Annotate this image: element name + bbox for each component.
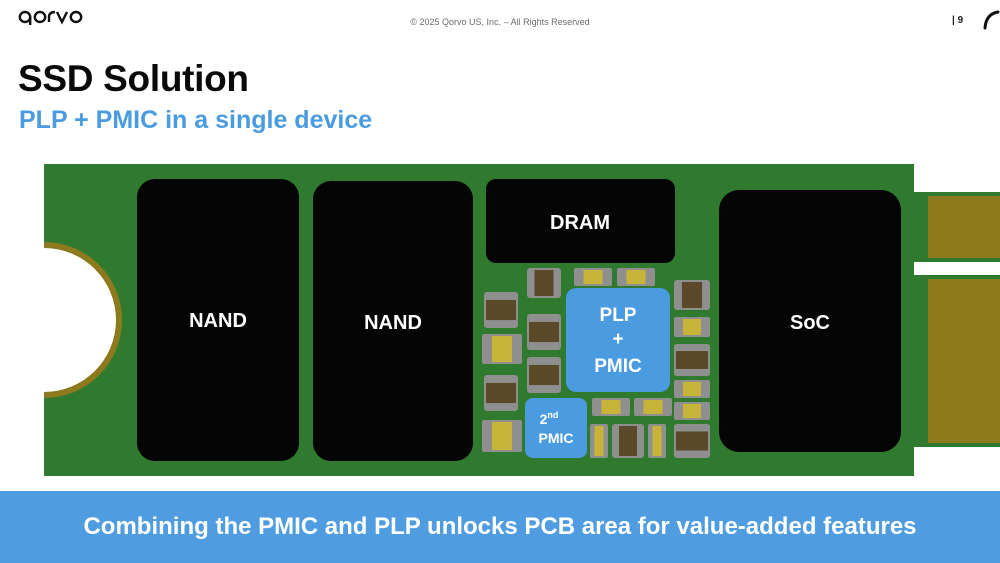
plp-label: PLP: [600, 305, 637, 326]
resistor: [484, 292, 518, 328]
resistor: [484, 375, 518, 411]
resistor: [674, 280, 710, 310]
plus-label: +: [612, 329, 623, 350]
connector-notch: [914, 262, 1000, 275]
capacitor: [617, 268, 655, 286]
capacitor: [674, 317, 710, 337]
dram-chip: [486, 179, 675, 263]
capacitor: [648, 424, 666, 458]
resistor: [674, 424, 710, 458]
dram-label: DRAM: [550, 212, 610, 234]
capacitor: [482, 334, 522, 364]
second-pmic-label: PMIC: [539, 430, 574, 446]
capacitor: [674, 380, 710, 398]
pmic-label: PMIC: [594, 356, 642, 377]
capacitor: [482, 420, 522, 452]
slide-title: SSD Solution: [18, 58, 249, 99]
nand-1-label: NAND: [189, 310, 247, 332]
banner-text: Combining the PMIC and PLP unlocks PCB a…: [83, 513, 917, 540]
edge-connector-gold-bottom: [928, 279, 1000, 443]
nand-chip-2: [313, 181, 473, 461]
resistor: [612, 424, 644, 458]
nand-2-label: NAND: [364, 312, 422, 334]
qorvo-logo: [18, 8, 90, 31]
page-number: | 9: [952, 15, 964, 26]
resistor: [527, 268, 561, 298]
banner: Combining the PMIC and PLP unlocks PCB a…: [0, 491, 1000, 563]
edge-connector-gold-top: [928, 196, 1000, 258]
ssd-board-diagram: NAND NAND DRAM SoC PLP + PMIC 2nd PMIC: [0, 162, 1000, 487]
capacitor: [590, 424, 608, 458]
nand-chip-1: [137, 179, 299, 461]
plp-pmic-chip: [566, 288, 670, 392]
slide-subtitle: PLP + PMIC in a single device: [19, 106, 373, 134]
passive-components: [482, 268, 710, 458]
resistor: [527, 357, 561, 393]
capacitor: [634, 398, 672, 416]
resistor: [527, 314, 561, 350]
soc-chip: [719, 190, 901, 452]
capacitor: [674, 402, 710, 420]
corner-arc-icon: [982, 8, 1000, 35]
copyright-text: © 2025 Qorvo US, Inc. – All Rights Reser…: [410, 17, 590, 27]
second-pmic-chip: [525, 398, 587, 458]
soc-label: SoC: [790, 312, 830, 334]
capacitor: [592, 398, 630, 416]
capacitor: [574, 268, 612, 286]
second-pmic-number: 2nd: [540, 410, 559, 427]
resistor: [674, 344, 710, 376]
